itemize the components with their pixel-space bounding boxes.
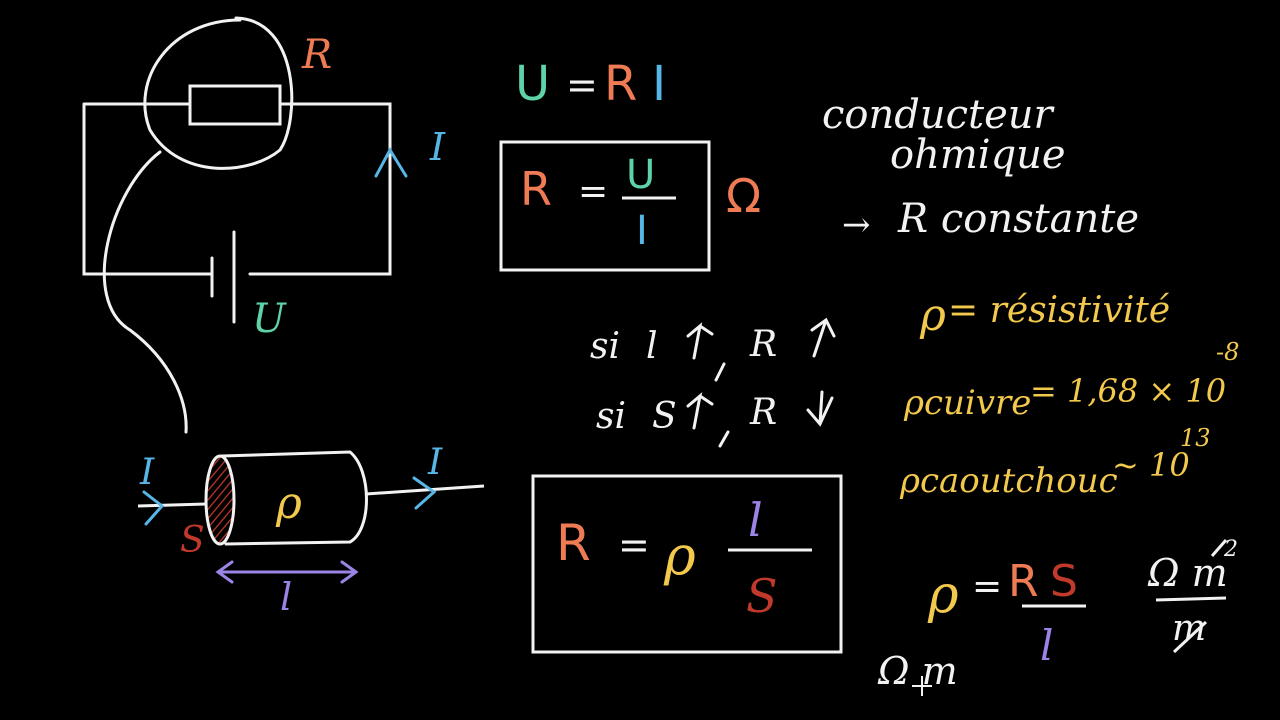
- fbox-den: S: [746, 569, 778, 623]
- resistivity-rho: ρ: [919, 290, 946, 341]
- circuit-diagram: [82, 16, 392, 434]
- unit-numerator: Ω m: [1147, 551, 1228, 595]
- ohmic-line1: conducteur: [822, 92, 1056, 138]
- rho-formula-eq: =: [972, 566, 1002, 607]
- ohm-law-I: I: [652, 56, 666, 112]
- rule1-si: si: [590, 326, 620, 367]
- fbox-rho: ρ: [663, 524, 696, 587]
- copper-exponent: -8: [1216, 338, 1239, 366]
- box-eq: =: [578, 171, 608, 212]
- resistivity-formula-box: R = ρ l S: [531, 474, 843, 654]
- ohmic-conductor-note: conducteur ohmique → R constante: [822, 92, 1139, 245]
- ohm-law-eq: =: [566, 63, 598, 107]
- pointer-line: [102, 150, 188, 434]
- rubber-label: ρcaoutchouc: [899, 461, 1118, 501]
- rho-formula: ρ = R S l: [927, 556, 1086, 670]
- ohm-law: U = R I: [515, 56, 666, 112]
- resistor-symbol: [188, 84, 282, 126]
- circuit-current-arrow: [374, 146, 408, 178]
- crosshair-cursor-icon: [912, 676, 932, 696]
- ohmic-arrow: →: [842, 205, 871, 245]
- resistivity-notes: ρ = résistivité ρcuivre = 1,68 × 10 -8 ρ…: [899, 290, 1239, 501]
- rule1-var: l: [646, 326, 658, 367]
- rule2-var: S: [652, 396, 677, 437]
- length-arrow-heads: [215, 560, 359, 584]
- rho-formula-rho: ρ: [927, 565, 959, 625]
- copper-label: ρcuivre: [903, 383, 1031, 423]
- section-face: [204, 454, 236, 546]
- resistor-label: R: [301, 32, 332, 78]
- resistivity-definition: = résistivité: [948, 290, 1170, 331]
- fbox-eq: =: [618, 523, 650, 567]
- ohmic-line2: ohmique: [890, 132, 1066, 178]
- rule2-R: R: [749, 392, 777, 433]
- ohm-law-U: U: [515, 56, 550, 112]
- up-arrow-icon: [686, 322, 714, 360]
- conductor-rho-label: ρ: [275, 478, 302, 529]
- ohm-law-R: R: [604, 56, 637, 112]
- rho-formula-den: l: [1040, 621, 1053, 670]
- current-in-arrow: [142, 490, 165, 526]
- down-arrow-icon: [806, 390, 834, 427]
- up-arrow-icon: [686, 392, 714, 430]
- conductor-length-label: l: [280, 575, 292, 619]
- circuit-wire-loop: [82, 102, 392, 276]
- variation-arrows: [686, 317, 836, 448]
- rubber-value: ~ 10: [1112, 446, 1190, 484]
- ohmic-consequence: R constante: [897, 196, 1139, 242]
- conductor-current-in-label: I: [139, 452, 155, 493]
- resistance-formula-box: R = U I: [499, 140, 711, 272]
- ohm-unit-symbol: Ω: [726, 169, 761, 223]
- wire-out: [365, 484, 485, 496]
- fbox-num: l: [748, 493, 763, 547]
- variation-rules: si l R si S R: [590, 324, 777, 437]
- conductor-cylinder: [137, 450, 485, 584]
- fbox-R: R: [556, 514, 591, 572]
- conductor-current-out-label: I: [427, 442, 443, 483]
- copper-value: = 1,68 × 10: [1030, 372, 1226, 410]
- rho-formula-R: R: [1008, 556, 1039, 607]
- current-out-arrow: [412, 476, 437, 510]
- up-arrow-icon: [810, 317, 836, 358]
- wire-in: [137, 502, 207, 508]
- box-R: R: [520, 162, 552, 216]
- rule2-si: si: [596, 396, 626, 437]
- rubber-exponent: 13: [1180, 424, 1211, 452]
- voltage-label: U: [252, 296, 287, 342]
- rule1-R: R: [749, 324, 777, 365]
- resistor-highlight-circle: [143, 16, 294, 170]
- conductor-section-label: S: [180, 520, 205, 561]
- unit-numerator-sup: 2: [1223, 537, 1238, 562]
- cylinder-body: [220, 450, 368, 546]
- box-denominator-I: I: [636, 208, 648, 254]
- rho-formula-S: S: [1050, 556, 1078, 607]
- box-numerator-U: U: [626, 152, 655, 198]
- circuit-current-label: I: [429, 125, 446, 169]
